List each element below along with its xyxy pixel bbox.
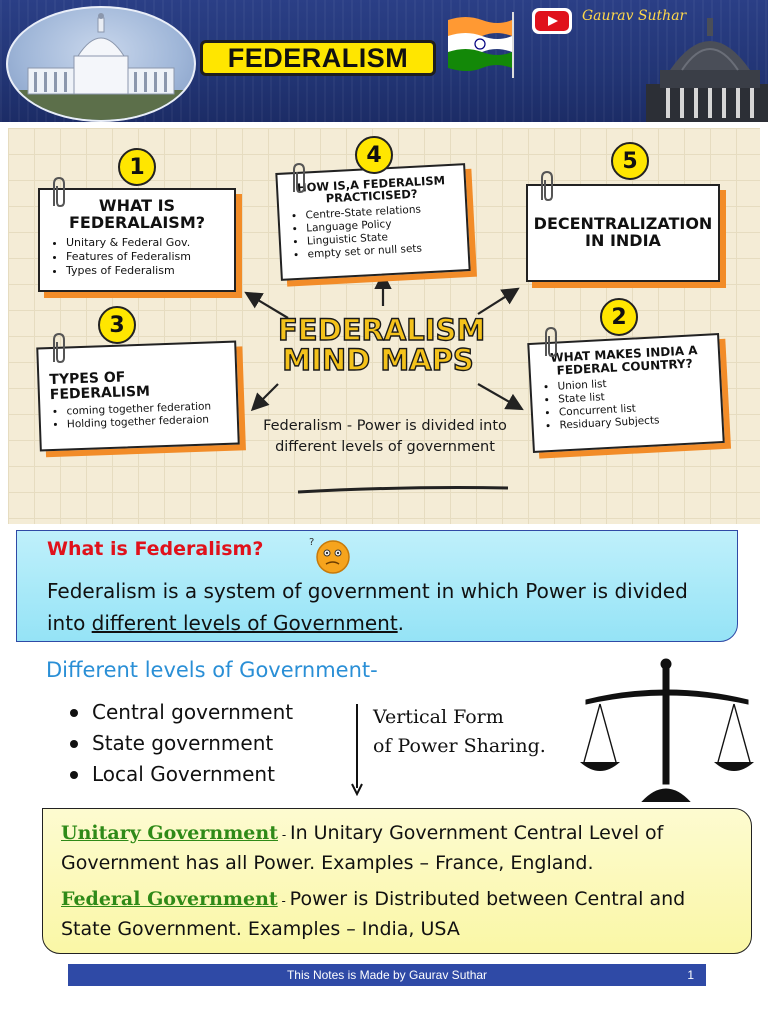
list-item: Unitary & Federal Gov. — [66, 236, 224, 249]
separator: - — [277, 894, 290, 908]
federal-government-label: Federal Government — [61, 888, 278, 910]
vertical-power-sharing-note: Vertical Form of Power Sharing. — [373, 703, 546, 761]
parliament-building-image — [6, 6, 196, 122]
center-title-line: FEDERALISM — [277, 313, 486, 347]
government-types-box: Unitary Government - In Unitary Governme… — [42, 808, 752, 954]
note-line: of Power Sharing. — [373, 735, 546, 757]
svg-text:?: ? — [309, 537, 314, 548]
unitary-government-paragraph: Unitary Government - In Unitary Governme… — [61, 819, 741, 877]
definition-text-part: Federalism is a system of government in … — [47, 579, 688, 635]
thinking-face-icon: ? — [309, 537, 350, 574]
page-number: 1 — [687, 968, 694, 982]
definition-text-underlined: different levels of Government — [91, 611, 398, 635]
youtube-icon — [532, 8, 572, 34]
header-banner: FEDERALISM Gaurav Suthar — [0, 0, 768, 122]
down-arrow-icon — [351, 704, 363, 796]
list-item: Local Government — [70, 759, 293, 790]
india-flag-icon — [448, 12, 514, 78]
author-name: Gaurav Suthar — [582, 8, 687, 24]
center-title-line: MIND MAPS — [282, 342, 475, 377]
card-title-line: DECENTRALIZATION — [533, 214, 713, 234]
list-item: Central government — [70, 697, 293, 728]
supreme-court-image — [646, 18, 768, 122]
definition-box: What is Federalism? ? Federalism is a sy… — [16, 530, 738, 642]
card-title-line: FEDERALAISM? — [68, 212, 206, 232]
card-list: Centre-State relations Language Policy L… — [289, 202, 457, 262]
card-title: TYPES OF FEDERALISM — [49, 369, 151, 403]
mind-map-center-title: FEDERALISM MIND MAPS — [277, 313, 486, 377]
definition-question: What is Federalism? — [47, 538, 264, 560]
number-badge: 3 — [98, 306, 136, 344]
unitary-government-label: Unitary Government — [61, 822, 278, 844]
card-title-line: IN INDIA — [585, 231, 661, 250]
paperclip-icon — [545, 326, 557, 358]
unitary-government-text: In Unitary Government Central Level of G… — [61, 822, 664, 874]
separator: - — [278, 828, 290, 842]
paperclip-icon — [541, 170, 553, 202]
card-list: Union list State list Concurrent list Re… — [541, 373, 711, 433]
definition-text-part: . — [397, 611, 405, 635]
note-line: Vertical Form — [373, 706, 504, 728]
definition-text: Federalism is a system of government in … — [47, 575, 727, 639]
balance-scale-icon — [580, 658, 754, 802]
number-badge: 1 — [118, 148, 156, 186]
page-footer: This Notes is Made by Gaurav Suthar 1 — [68, 964, 706, 986]
federal-government-paragraph: Federal Government - Power is Distribute… — [61, 885, 741, 943]
card-list: coming together federation Holding toget… — [50, 400, 227, 431]
list-item: Features of Federalism — [66, 250, 224, 263]
number-badge: 2 — [600, 298, 638, 336]
levels-heading: Different levels of Government- — [46, 658, 378, 682]
list-item: Types of Federalism — [66, 264, 224, 277]
page-title: FEDERALISM — [227, 42, 409, 73]
footer-text: This Notes is Made by Gaurav Suthar — [286, 968, 488, 982]
card-title-line: WHAT IS — [98, 196, 176, 215]
number-badge: 4 — [355, 136, 393, 174]
paperclip-icon — [53, 176, 65, 208]
list-item: State government — [70, 728, 293, 759]
card-list: Unitary & Federal Gov. Features of Feder… — [50, 236, 224, 277]
page-title-box: FEDERALISM — [200, 40, 436, 76]
federal-government-text: Power is Distributed between Central and… — [61, 888, 686, 940]
mind-map-center-subtitle: Federalism - Power is divided into diffe… — [263, 418, 507, 456]
levels-list: Central government State government Loca… — [70, 697, 293, 790]
paperclip-icon — [53, 332, 65, 364]
number-badge: 5 — [611, 142, 649, 180]
paperclip-icon — [293, 162, 305, 194]
mind-map-arrows — [244, 271, 524, 494]
